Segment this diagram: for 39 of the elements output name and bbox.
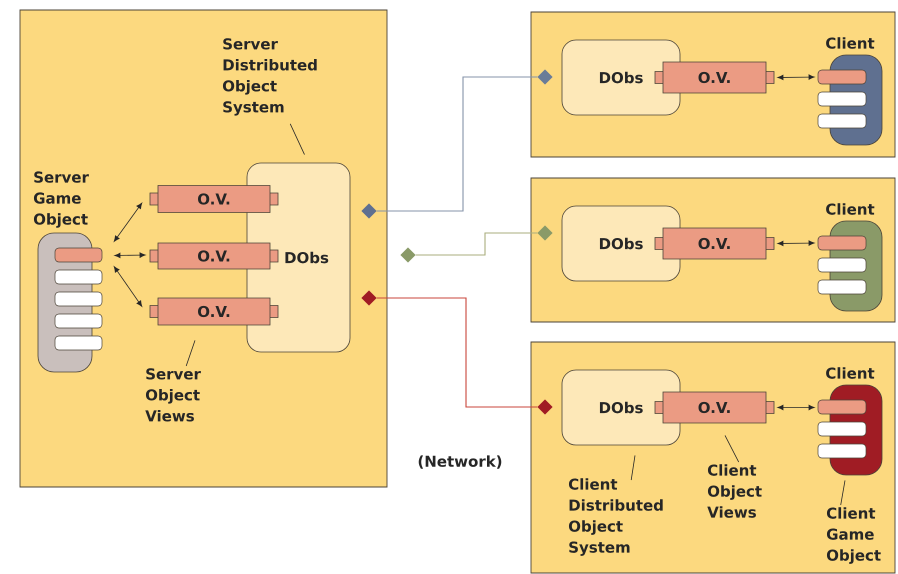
dobs-box: DObs bbox=[562, 40, 680, 116]
callout-text: Client Distributed Object System bbox=[568, 478, 663, 556]
network-label: (Network) bbox=[418, 455, 502, 469]
dobs-box: DObs bbox=[562, 370, 680, 446]
arrow bbox=[114, 266, 142, 307]
connector-diamond bbox=[537, 225, 553, 241]
object-view-box: O.V. bbox=[654, 62, 774, 94]
connector-diamond bbox=[537, 69, 553, 85]
object-view-box: O.V. bbox=[150, 298, 278, 326]
leader-line bbox=[186, 340, 196, 366]
callout-text: Server Distributed Object System bbox=[222, 38, 317, 116]
leader-line bbox=[290, 123, 305, 155]
arrow bbox=[777, 240, 815, 246]
leader-line bbox=[630, 455, 636, 480]
object-view-box: O.V. bbox=[654, 228, 774, 260]
dobs-box: DObs bbox=[562, 206, 680, 282]
connector-diamond bbox=[537, 399, 553, 415]
arrow bbox=[114, 202, 142, 242]
leader-line bbox=[724, 435, 740, 462]
callout-text: Client Game Object bbox=[826, 507, 881, 564]
arrow bbox=[114, 252, 146, 258]
object-view-box: O.V. bbox=[654, 392, 774, 424]
object-view-box: O.V. bbox=[150, 185, 278, 213]
network-line bbox=[376, 297, 538, 408]
callout-text: Client Object Views bbox=[707, 464, 762, 518]
network-line bbox=[376, 76, 538, 212]
heading: Client bbox=[826, 367, 874, 379]
callout-text: Server Object Views bbox=[145, 368, 201, 422]
heading: Client bbox=[826, 203, 874, 215]
connector-diamond bbox=[361, 203, 377, 219]
arrow bbox=[777, 404, 815, 410]
network-line bbox=[416, 232, 538, 256]
connector-diamond bbox=[400, 247, 416, 263]
object-view-box: O.V. bbox=[150, 242, 278, 270]
leader-line bbox=[840, 480, 846, 506]
arrow bbox=[777, 74, 815, 80]
heading: Server Game Object bbox=[34, 171, 89, 228]
heading: Client bbox=[826, 37, 874, 49]
connector-diamond bbox=[361, 290, 377, 306]
